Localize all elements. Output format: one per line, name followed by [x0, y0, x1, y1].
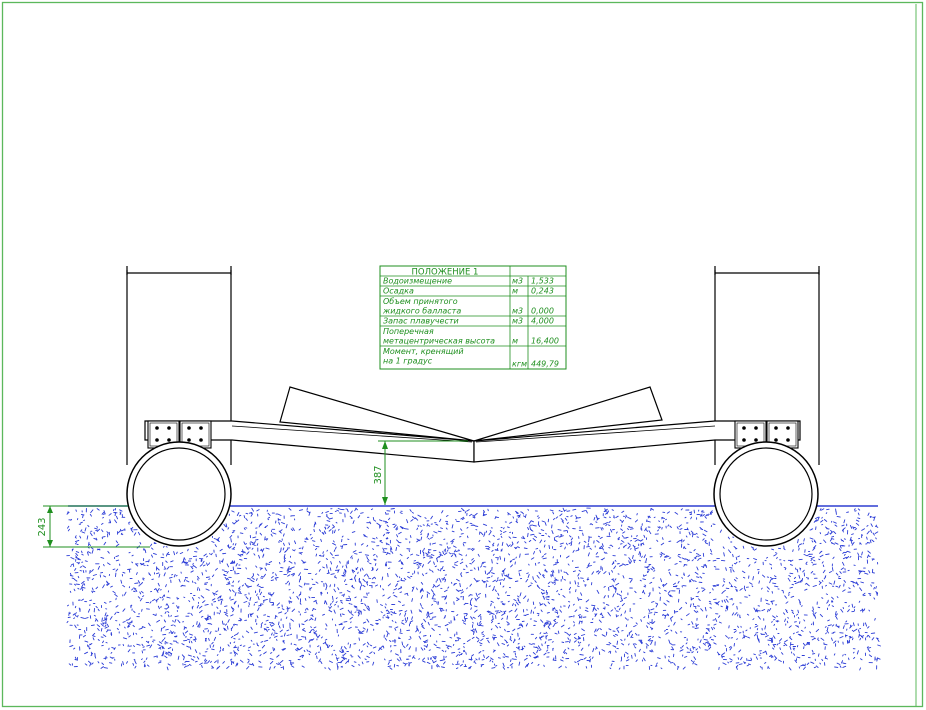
table-row-unit: кгм [512, 360, 527, 369]
table-row-label: Момент, кренящий [383, 347, 464, 356]
table-row-unit: м [512, 287, 518, 296]
table-row-value: 1,533 [531, 277, 554, 286]
table-row-label: Объем принятого [383, 297, 458, 306]
table-row-value: 16,400 [531, 337, 559, 346]
draft-dimension-label: 243 [37, 517, 48, 536]
table-row-unit: м3 [512, 277, 523, 286]
table-row-value: 0,243 [531, 287, 554, 296]
left-wedge-block [279, 386, 475, 442]
clearance-dimension-label: 387 [373, 465, 384, 484]
table-row-label: на 1 градус [383, 357, 433, 366]
water-area [66, 507, 881, 671]
table-row-unit: м3 [512, 317, 523, 326]
table-row-unit: м [512, 337, 518, 346]
table-title: ПОЛОЖЕНИЕ 1 [412, 268, 479, 278]
table-row-label: Водоизмещение [383, 277, 452, 286]
draft-dimension [43, 505, 150, 548]
pontoon-structure [126, 266, 820, 547]
right-float [713, 441, 819, 547]
table-row-label: Осадка [383, 287, 414, 296]
right-wedge-block [473, 386, 663, 442]
clearance-dimension [378, 440, 468, 505]
table-row-value: 0,000 [531, 307, 554, 316]
table-row-label: Запас плавучести [383, 317, 459, 326]
left-float [126, 441, 232, 547]
table-row-label: Поперечная [383, 327, 434, 336]
table-row-label: жидкого балласта [382, 307, 461, 316]
table-row-value: 4,000 [531, 317, 554, 326]
right-deck-beam [473, 420, 801, 463]
table-row-label: метацентрическая высота [383, 337, 495, 346]
table-row-unit: м3 [512, 307, 523, 316]
table-row-value: 449,79 [531, 360, 559, 369]
